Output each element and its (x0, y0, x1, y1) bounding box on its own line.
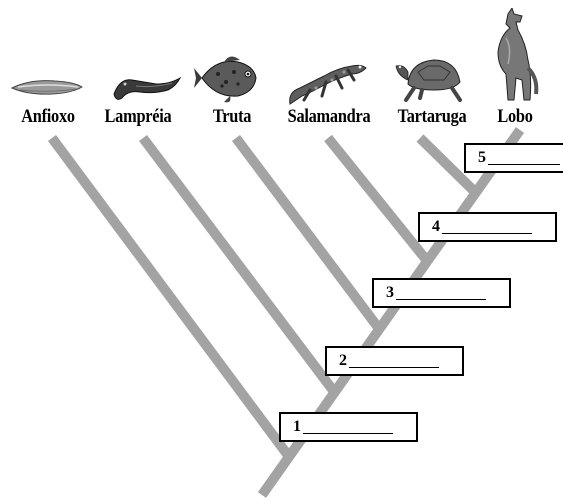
node-box-1: 1 (279, 412, 418, 442)
answer-blank (396, 287, 486, 300)
node-number: 2 (339, 352, 347, 369)
wolf-icon (497, 8, 539, 101)
node-box-3: 3 (372, 278, 511, 308)
node-number: 3 (386, 284, 394, 301)
salamander-icon (289, 64, 367, 105)
taxon-label-lobo: Lobo (497, 106, 533, 127)
answer-blank (303, 421, 393, 434)
node-box-5: 5 (464, 143, 563, 173)
node-number: 4 (432, 218, 440, 235)
lamprey-icon (113, 76, 182, 100)
answer-blank (442, 221, 532, 234)
answer-blank (488, 152, 560, 165)
taxon-label-anfioxo: Anfioxo (21, 106, 75, 127)
answer-blank (349, 355, 439, 368)
taxon-label-truta: Truta (212, 106, 252, 127)
node-number: 1 (293, 418, 301, 435)
branch-lampreia (139, 134, 339, 397)
trout-icon (194, 56, 257, 103)
node-number: 5 (478, 149, 486, 166)
branch-truta (232, 135, 384, 333)
node-box-4: 4 (418, 212, 557, 242)
taxon-label-salamandra: Salamandra (287, 106, 371, 127)
node-box-2: 2 (325, 346, 464, 376)
taxon-label-tartaruga: Tartaruga (397, 106, 467, 127)
branch-anfioxo (47, 135, 295, 461)
amphioxus-icon (10, 80, 83, 95)
branch-tartaruga (416, 134, 478, 195)
branch-salamandra (324, 134, 432, 266)
taxon-label-lampreia: Lampréia (104, 106, 172, 127)
turtle-icon (395, 59, 462, 102)
